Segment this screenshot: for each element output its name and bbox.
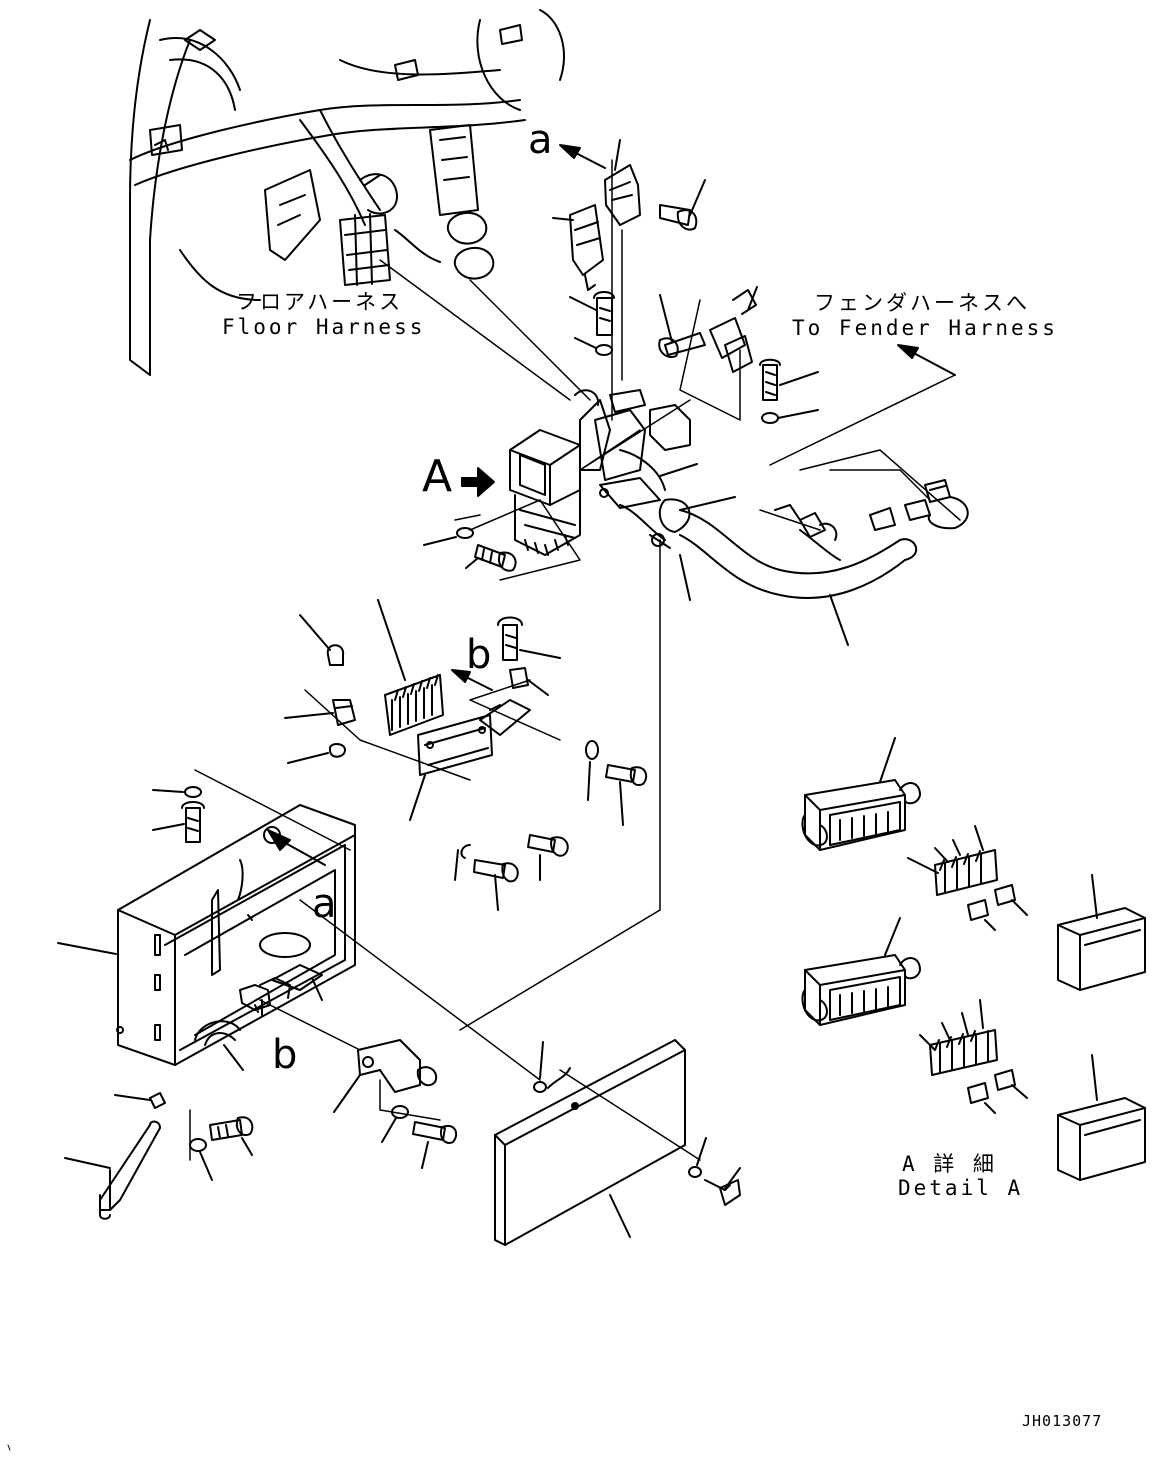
mid-relay-assembly — [569, 286, 819, 424]
leader-lines — [189, 159, 961, 1161]
detail-a-label-jp: A 詳 細 — [902, 1152, 997, 1176]
ref-b-box-label: b — [272, 1032, 298, 1078]
ref-a-top-label: a — [528, 117, 553, 163]
fender-harness-label-en: To Fender Harness — [792, 316, 1058, 340]
fender-harness-arrow — [897, 344, 956, 376]
ref-a-box-label: a — [312, 881, 337, 927]
terminal-block-assembly — [284, 527, 648, 911]
view-a-label: A — [422, 451, 453, 502]
drawing-code: JH013077 — [1022, 1412, 1103, 1430]
detail-a-label-en: Detail A — [898, 1176, 1024, 1200]
top-relay-assembly — [552, 139, 706, 291]
fender-harness-label-jp: フェンダハーネスへ — [814, 291, 1030, 315]
floor-harness-label-en: Floor Harness — [222, 315, 426, 339]
lower-small-parts — [64, 1039, 741, 1246]
floor-harness — [129, 9, 565, 376]
ref-b-mid-label: b — [466, 632, 492, 678]
fuse-box-assembly — [461, 389, 691, 556]
detail-a-fuse-boxes — [801, 737, 1146, 1181]
floor-harness-label-jp: フロアハーネス — [236, 290, 404, 314]
fender-hose — [659, 463, 969, 646]
control-box — [57, 786, 356, 1071]
